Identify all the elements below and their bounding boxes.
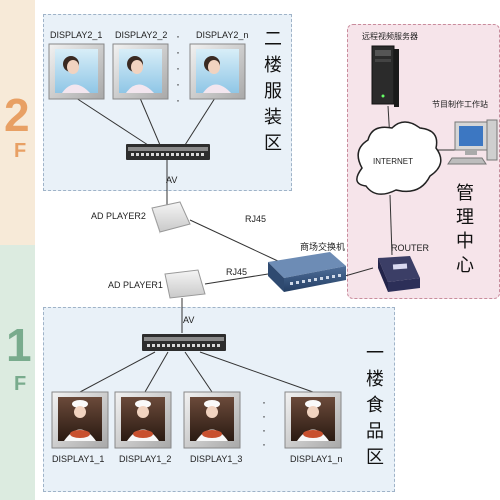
display1-n-label: DISPLAY1_n (290, 454, 343, 464)
mgmt-zone-char: 理 (456, 207, 474, 228)
floor1-zone-char: 楼 (366, 369, 384, 390)
ellipsis-dot: · (176, 93, 180, 107)
floor2-zone-char: 服 (264, 81, 282, 102)
ad-player1-device (164, 269, 206, 299)
server-tower (371, 45, 399, 107)
display1-n (284, 391, 342, 449)
floor1-number: 1 (6, 319, 32, 371)
display2-2-label: DISPLAY2_2 (115, 30, 168, 40)
display1-2 (114, 391, 172, 449)
floor2-f-label: F (14, 140, 27, 162)
display2-n (189, 43, 246, 100)
floor1-zone-char: 品 (366, 421, 384, 442)
display1-3-label: DISPLAY1_3 (190, 454, 243, 464)
ellipsis-dot: · (262, 437, 266, 451)
mgmt-zone-char: 心 (456, 255, 474, 276)
display2-1-label: DISPLAY2_1 (50, 30, 103, 40)
ellipsis-dot: · (176, 29, 180, 43)
display1-2-label: DISPLAY1_2 (119, 454, 172, 464)
display2-1 (48, 43, 105, 100)
floor2-av-label: AV (166, 175, 178, 185)
ad-player2-label: AD PLAYER2 (91, 211, 146, 221)
floor1-zone-char: 区 (366, 447, 384, 468)
remote-video-server-label: 远程视频服务器 (362, 32, 418, 41)
mgmt-zone-char: 中 (456, 231, 474, 252)
floor2-number: 2 (4, 89, 30, 141)
floor2-av-distributor (126, 144, 210, 160)
ad-player1-label: AD PLAYER1 (108, 280, 163, 290)
floor1-band (0, 245, 35, 500)
display1-3 (183, 391, 241, 449)
floor1-f-label: F (14, 373, 27, 395)
floor1-zone-char: 一 (366, 343, 384, 364)
display2-n-label: DISPLAY2_n (196, 30, 249, 40)
floor1-av-label: AV (183, 315, 195, 325)
mgmt-zone-char: 管 (456, 183, 474, 204)
floor2-zone-char: 楼 (264, 55, 282, 76)
workstation-computer (447, 119, 498, 165)
floor2-zone-char: 区 (264, 133, 282, 154)
floor2-rj45-label: RJ45 (245, 214, 267, 224)
display1-1 (51, 391, 109, 449)
ellipsis-dot: · (176, 77, 180, 91)
floor1-av-distributor (142, 334, 226, 351)
floor2-zone-char: 装 (264, 107, 282, 128)
connection-lines (75, 97, 458, 393)
internet-cloud (356, 121, 442, 195)
program-workstation-label: 节目制作工作站 (432, 100, 488, 109)
ellipsis-dot: · (262, 409, 266, 423)
ad-player2-device (151, 201, 191, 234)
internet-label: INTERNET (373, 157, 413, 166)
ellipsis-dot: · (262, 423, 266, 437)
display1-1-label: DISPLAY1_1 (52, 454, 105, 464)
floor1-zone-char: 食 (366, 395, 384, 416)
floor1-rj45-label: RJ45 (226, 267, 248, 277)
ellipsis-dot: · (176, 45, 180, 59)
floor2-band (0, 0, 35, 245)
floor2-zone-char: 二 (264, 29, 282, 50)
mall-switch-label: 商场交换机 (300, 242, 346, 252)
router-label: ROUTER (391, 243, 429, 253)
ellipsis-dot: · (262, 395, 266, 409)
ellipsis-dot: · (176, 61, 180, 75)
display2-2 (112, 43, 169, 100)
mall-switch-device (268, 252, 346, 292)
router-device (378, 256, 420, 292)
